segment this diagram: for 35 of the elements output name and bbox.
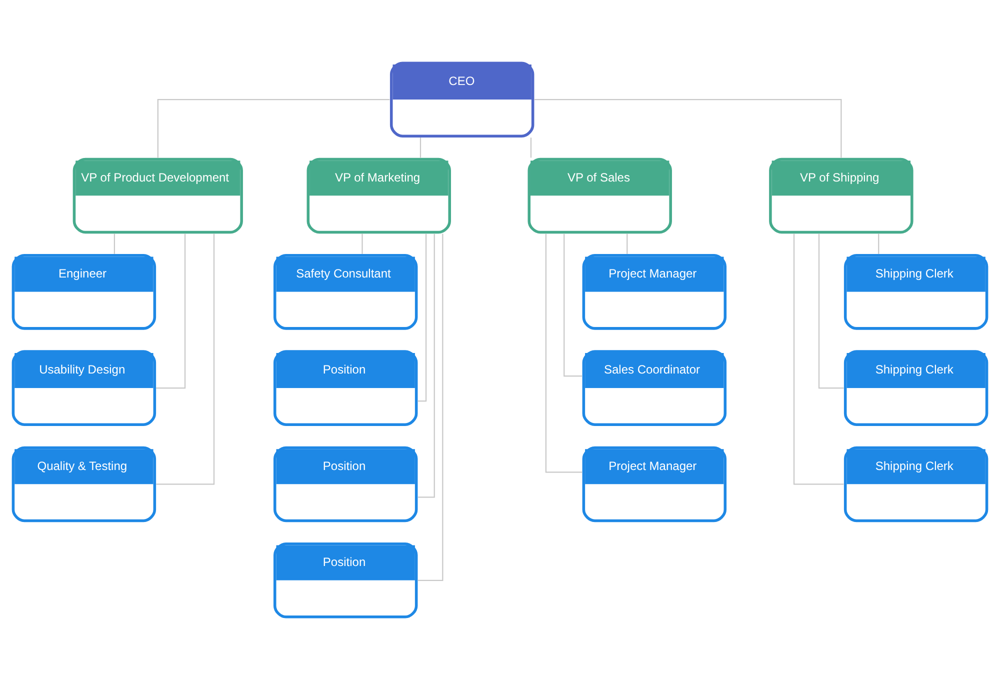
- connector: [564, 234, 582, 377]
- node-box: Sales Coordinator: [582, 350, 727, 426]
- connector: [418, 234, 435, 498]
- connector: [878, 234, 880, 254]
- connector: [157, 99, 390, 158]
- node-box: VP of Marketing: [306, 158, 451, 234]
- node-box: Shipping Clerk: [844, 350, 988, 426]
- node-box: VP of Product Development: [72, 158, 243, 234]
- node-box: Shipping Clerk: [844, 254, 988, 330]
- connector: [114, 234, 115, 254]
- node-box: Quality & Testing: [12, 446, 156, 522]
- node-box: Position: [273, 542, 418, 618]
- connector: [420, 138, 422, 158]
- connector: [530, 138, 532, 158]
- connector: [362, 234, 363, 254]
- connector: [534, 99, 842, 158]
- node-box: Position: [273, 350, 418, 426]
- node-box: Project Manager: [582, 446, 727, 522]
- node-box: VP of Shipping: [769, 158, 914, 234]
- node-box: Engineer: [12, 254, 156, 330]
- connector: [156, 234, 186, 389]
- connector: [818, 234, 844, 389]
- node-box: VP of Sales: [528, 158, 672, 234]
- node-box: Project Manager: [582, 254, 727, 330]
- node-box: CEO: [390, 62, 534, 138]
- node-box: Safety Consultant: [273, 254, 418, 330]
- connector: [418, 234, 444, 581]
- connector: [545, 234, 582, 473]
- node-box: Position: [273, 446, 418, 522]
- connector: [418, 234, 427, 402]
- connector: [626, 234, 628, 254]
- node-box: Shipping Clerk: [844, 446, 988, 522]
- connector: [156, 234, 215, 485]
- connector: [793, 234, 844, 485]
- node-box: Usability Design: [12, 350, 156, 426]
